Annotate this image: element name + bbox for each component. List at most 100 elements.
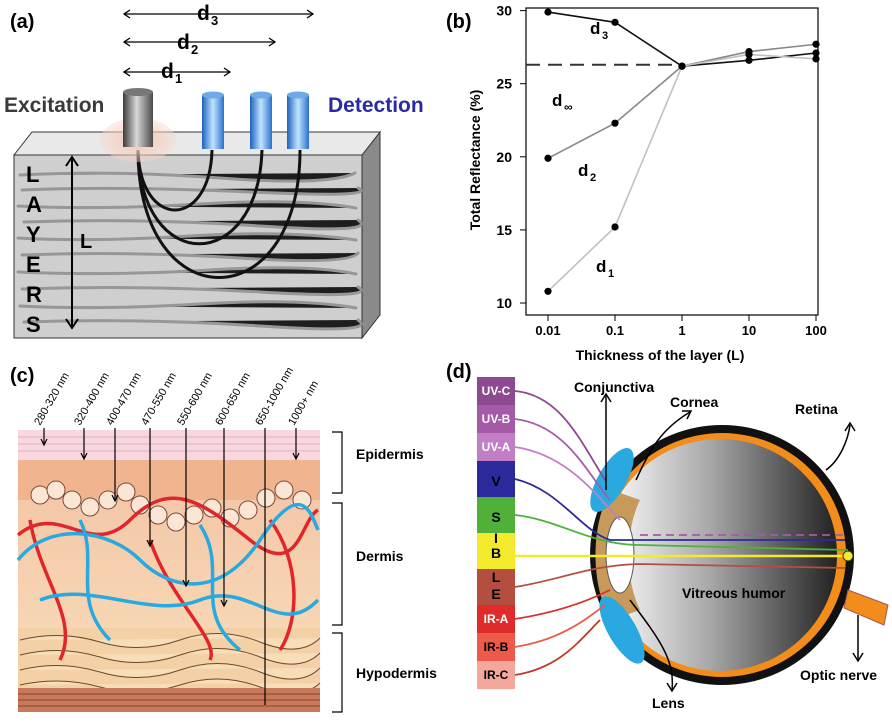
layers-word: L A Y E R S <box>26 162 42 337</box>
svg-text:IR-C: IR-C <box>484 668 509 682</box>
svg-text:S: S <box>491 509 500 525</box>
svg-text:UV-A: UV-A <box>482 440 511 454</box>
block-side <box>361 130 381 340</box>
epidermis-label: Epidermis <box>356 446 424 462</box>
series-label-dinf: d <box>552 91 562 110</box>
svg-text:A: A <box>26 192 42 217</box>
blood-vessels <box>16 496 320 661</box>
plot-frame <box>525 7 819 316</box>
svg-text:470-550 nm: 470-550 nm <box>139 371 179 428</box>
y-axis-label: Total Reflectance (%) <box>467 90 483 231</box>
svg-text:3: 3 <box>602 30 608 42</box>
excitation-label: Excitation <box>4 94 104 117</box>
svg-text:I: I <box>494 530 498 546</box>
y-tick-label: 25 <box>496 76 512 92</box>
layer-streaks <box>16 171 363 331</box>
x-axis-ticks: 0.01 0.1 1 10 100 <box>535 315 827 338</box>
svg-text:L: L <box>492 569 501 585</box>
d1-label: d <box>161 60 174 83</box>
svg-text:UV-B: UV-B <box>482 412 511 426</box>
svg-text:E: E <box>26 252 41 277</box>
svg-text:IR-A: IR-A <box>484 612 509 626</box>
svg-text:IR-B: IR-B <box>484 640 509 654</box>
panel-c: (c) <box>10 365 437 713</box>
series-label-d1: d <box>596 257 606 276</box>
data-point-d1 <box>544 287 552 295</box>
panel-d: (d) UV-C UV-B UV-A V S I B L E IR-A IR-B <box>446 361 889 711</box>
photon-paths <box>136 149 302 279</box>
x-tick-label: 1 <box>678 323 685 338</box>
spectrum-labels: UV-C UV-B UV-A V S I B L E IR-A IR-B IR-… <box>482 384 511 682</box>
wavelength-labels: 280-320 nm 320-400 nm 400-470 nm 470-550… <box>32 365 321 427</box>
lens-label: Lens <box>652 695 685 711</box>
svg-text:1: 1 <box>608 268 614 280</box>
data-point-d1 <box>611 223 619 231</box>
spectrum-bar <box>477 377 515 689</box>
epidermis-layer <box>18 430 320 460</box>
x-tick-label: 100 <box>805 323 827 338</box>
conjunctiva-label: Conjunctiva <box>574 379 654 395</box>
x-tick-label: 0.1 <box>606 323 624 338</box>
svg-text:B: B <box>491 545 501 561</box>
svg-text:280-320 nm: 280-320 nm <box>32 371 72 428</box>
depth-arrow <box>65 155 79 330</box>
svg-text:V: V <box>491 473 501 489</box>
detection-label: Detection <box>328 94 424 117</box>
detector-fibers <box>202 91 309 149</box>
x-axis-label: Thickness of the layer (L) <box>576 347 745 363</box>
data-point-d1 <box>745 50 753 59</box>
panel-c-tag: (c) <box>10 365 34 387</box>
series-line-d3 <box>547 11 817 67</box>
y-tick-label: 15 <box>496 222 512 238</box>
excitation-fiber <box>123 92 153 147</box>
d1-sub: 1 <box>175 71 182 86</box>
x-tick-label: 0.01 <box>535 323 560 338</box>
panel-b: (b) 30 25 20 15 10 0.01 0.1 1 10 100 Total Refle… <box>446 3 827 363</box>
y-axis-ticks: 30 25 20 15 10 <box>496 3 526 311</box>
svg-text:Y: Y <box>26 222 41 247</box>
y-tick-label: 20 <box>496 149 512 165</box>
series-label-d2: d <box>578 161 588 180</box>
d3-label: d <box>197 2 210 25</box>
y-tick-label: 10 <box>496 295 512 311</box>
panel-d-tag: (d) <box>446 361 472 383</box>
block-top <box>12 131 382 156</box>
anatomy-pointers <box>600 392 864 693</box>
svg-text:R: R <box>26 282 42 307</box>
conjunctiva-upper <box>590 448 634 512</box>
cornea-label: Cornea <box>670 394 718 410</box>
data-point-d3 <box>812 49 820 57</box>
data-point-d2 <box>544 154 552 162</box>
x-tick-label: 10 <box>742 323 756 338</box>
hypodermis-label: Hypodermis <box>356 665 437 681</box>
svg-text:UV-C: UV-C <box>482 384 511 398</box>
depth-label: L <box>80 231 92 253</box>
svg-text:∞: ∞ <box>564 100 573 114</box>
optic-nerve <box>843 589 889 626</box>
series-line-d2 <box>547 43 817 159</box>
y-tick-label: 30 <box>496 3 512 19</box>
svg-text:2: 2 <box>590 172 596 184</box>
data-point-d3 <box>544 8 552 16</box>
data-point-d2 <box>812 40 820 48</box>
data-point-d3 <box>611 18 619 26</box>
d2-sub: 2 <box>191 42 198 57</box>
svg-text:L: L <box>26 162 39 187</box>
focal-point <box>842 550 854 562</box>
series-label-d3: d <box>590 19 600 38</box>
svg-text:600-650 nm: 600-650 nm <box>213 371 253 428</box>
tissue-block <box>13 154 363 339</box>
data-point-d1 <box>812 55 820 63</box>
d3-sub: 3 <box>211 13 218 28</box>
layer-brackets <box>332 431 343 713</box>
svg-text:S: S <box>26 312 41 337</box>
retina-label: Retina <box>795 401 838 417</box>
penetration-arrows <box>40 428 300 705</box>
data-point-d2 <box>611 119 619 127</box>
svg-text:550-600 nm: 550-600 nm <box>175 371 215 428</box>
vitreous-label: Vitreous humor <box>682 585 786 601</box>
dermis-label: Dermis <box>356 548 404 564</box>
optic-nerve-label: Optic nerve <box>800 667 877 683</box>
panel-b-tag: (b) <box>446 11 472 33</box>
